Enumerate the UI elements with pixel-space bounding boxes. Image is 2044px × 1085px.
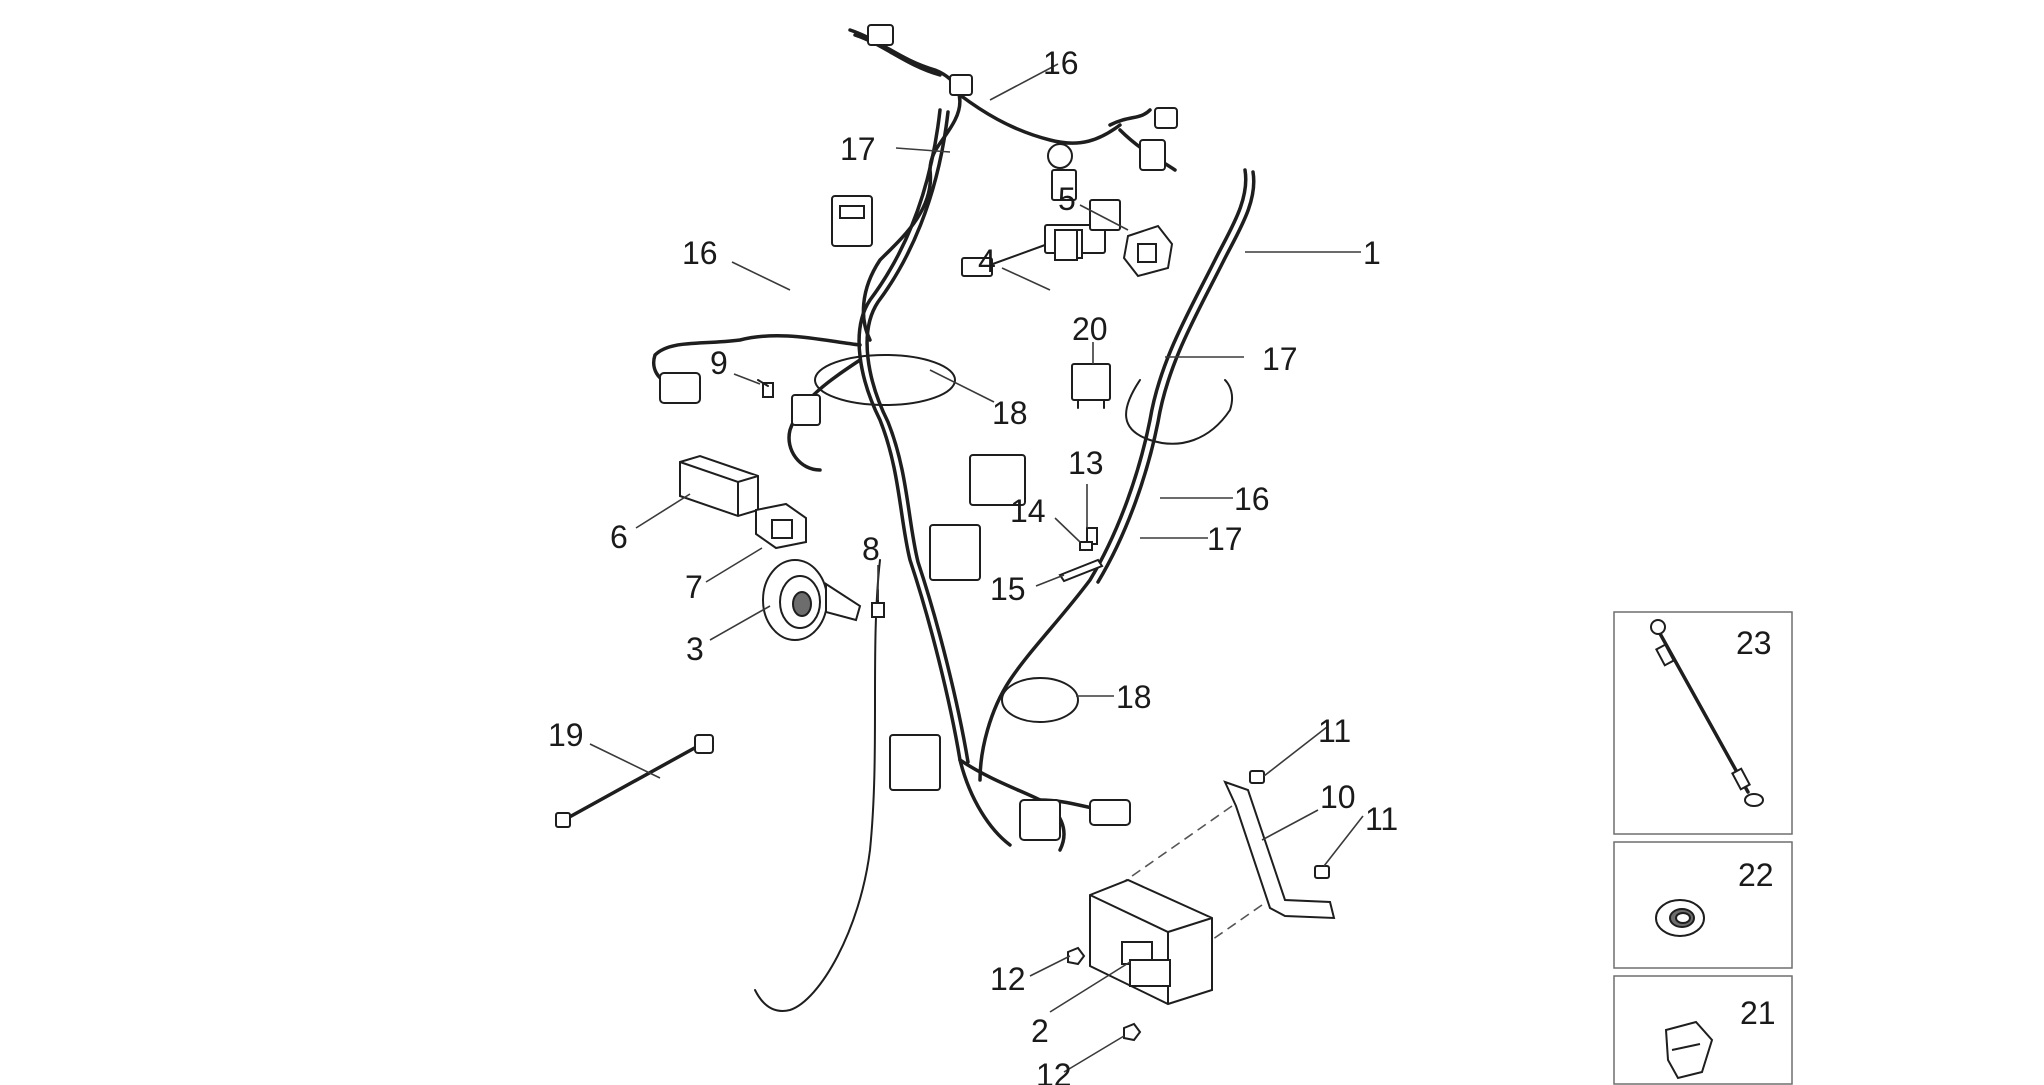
part-6-control-box bbox=[679, 454, 759, 518]
callout-15: 15 bbox=[990, 571, 1026, 607]
leader-lines bbox=[589, 63, 1364, 1073]
harness-connectors bbox=[659, 24, 1178, 841]
part-7-flasher bbox=[755, 502, 807, 550]
callout-16-c: 16 bbox=[1234, 481, 1270, 517]
callout-4: 4 bbox=[978, 243, 996, 279]
part-20-relay bbox=[1071, 363, 1111, 409]
part-13-14-15-fasteners bbox=[1058, 527, 1104, 583]
callout-11-b: 11 bbox=[1365, 801, 1398, 837]
callout-8: 8 bbox=[862, 531, 880, 567]
callout-13: 13 bbox=[1068, 445, 1104, 481]
callout-14: 14 bbox=[1010, 493, 1046, 529]
callout-11-a: 11 bbox=[1318, 713, 1351, 749]
callout-12-b: 12 bbox=[1036, 1057, 1072, 1085]
callout-10: 10 bbox=[1320, 779, 1356, 815]
callout-17-c: 17 bbox=[1207, 521, 1243, 557]
callout-numbers: 1 2 3 4 5 6 7 8 9 10 11 11 12 12 13 14 1… bbox=[548, 45, 1398, 1085]
callout-2: 2 bbox=[1031, 1013, 1049, 1049]
part-9-terminal bbox=[757, 379, 774, 398]
callout-22: 22 bbox=[1738, 857, 1774, 893]
callout-7: 7 bbox=[685, 569, 703, 605]
part-11-bolts bbox=[1249, 770, 1330, 879]
callout-16-b: 16 bbox=[682, 235, 718, 271]
callout-6: 6 bbox=[610, 519, 628, 555]
inset-part-22: 22 bbox=[1613, 841, 1793, 969]
inset-part-21: 21 bbox=[1613, 975, 1793, 1085]
callout-21: 21 bbox=[1740, 995, 1776, 1031]
callout-5: 5 bbox=[1058, 181, 1076, 217]
callout-16-a: 16 bbox=[1043, 45, 1079, 81]
part-5-grommet bbox=[1122, 224, 1174, 278]
callout-23: 23 bbox=[1736, 625, 1772, 661]
callout-19: 19 bbox=[548, 717, 584, 753]
part-19-sensor-cable bbox=[555, 734, 714, 828]
callout-1: 1 bbox=[1363, 235, 1381, 271]
part-2-ecu bbox=[1089, 878, 1213, 1006]
callout-17-a: 17 bbox=[840, 131, 876, 167]
part-3-horn bbox=[762, 559, 862, 641]
callout-18-b: 18 bbox=[1116, 679, 1152, 715]
part-4-relay-assembly bbox=[961, 169, 1121, 277]
callout-20: 20 bbox=[1072, 311, 1108, 347]
inset-part-23: 23 bbox=[1613, 611, 1793, 835]
callout-9: 9 bbox=[710, 345, 728, 381]
callout-18-a: 18 bbox=[992, 395, 1028, 431]
callout-17-b: 17 bbox=[1262, 341, 1298, 377]
callout-3: 3 bbox=[686, 631, 704, 667]
main-wiring-harness bbox=[652, 28, 1256, 1012]
callout-12-a: 12 bbox=[990, 961, 1026, 997]
